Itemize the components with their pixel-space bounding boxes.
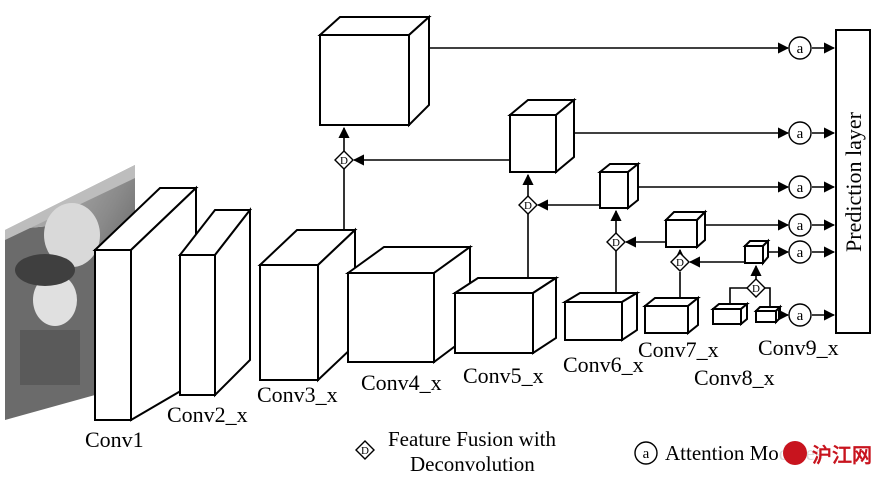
legend-fusion-line2: Deconvolution bbox=[410, 452, 535, 476]
fusion-node-2: D bbox=[518, 195, 538, 215]
attention-node-6: a bbox=[788, 303, 812, 327]
fusion-node-1-label: D bbox=[340, 155, 348, 167]
attention-node-4: a bbox=[788, 213, 812, 237]
conv6-label: Conv6_x bbox=[563, 352, 644, 377]
attention-node-5-label: a bbox=[797, 245, 804, 261]
conv2-label: Conv2_x bbox=[167, 402, 248, 427]
svg-text:D: D bbox=[361, 445, 369, 457]
legend-fusion-symbol: D bbox=[355, 440, 375, 460]
conv1-block bbox=[92, 185, 199, 422]
attention-node-5: a bbox=[788, 240, 812, 264]
fusion-node-5: D bbox=[746, 278, 766, 298]
fused-block-2 bbox=[507, 97, 577, 175]
conv6-block bbox=[561, 291, 641, 342]
conv1-label: Conv1 bbox=[85, 427, 144, 452]
fused-block-5 bbox=[742, 238, 771, 266]
conv3-label: Conv3_x bbox=[257, 382, 338, 407]
attention-node-1-label: a bbox=[797, 41, 804, 57]
fusion-node-5-label: D bbox=[752, 283, 760, 295]
attention-node-3: a bbox=[788, 175, 812, 199]
conv3-block bbox=[257, 227, 358, 383]
conv4-label: Conv4_x bbox=[361, 370, 442, 395]
conv7-label: Conv7_x bbox=[638, 337, 719, 362]
fusion-node-4: D bbox=[670, 252, 690, 272]
conv8-label: Conv8_x bbox=[694, 365, 775, 390]
conv2-block bbox=[177, 207, 253, 398]
fusion-node-3: D bbox=[606, 232, 626, 252]
watermark: 沪江网 bbox=[778, 436, 872, 470]
fusion-node-3-label: D bbox=[612, 237, 620, 249]
fusion-node-2-label: D bbox=[524, 200, 532, 212]
conv4-block bbox=[344, 245, 474, 364]
prediction-layer: Prediction layer bbox=[835, 29, 871, 334]
attention-node-4-label: a bbox=[797, 218, 804, 234]
fusion-node-4-label: D bbox=[676, 257, 684, 269]
conv9-label: Conv9_x bbox=[758, 335, 839, 360]
conv8-block bbox=[710, 301, 750, 327]
attention-node-2-label: a bbox=[797, 126, 804, 142]
watermark-text: 沪江网 bbox=[812, 443, 872, 467]
fusion-node-1: D bbox=[334, 150, 354, 170]
attention-node-1: a bbox=[788, 36, 812, 60]
legend: D Feature Fusion with Deconvolution a At… bbox=[355, 427, 823, 476]
conv5-block bbox=[451, 276, 560, 355]
attention-node-6-label: a bbox=[797, 308, 804, 324]
legend-attention-symbol: a bbox=[634, 441, 658, 465]
conv9-block bbox=[753, 304, 783, 325]
fused-block-4 bbox=[663, 209, 708, 250]
attention-node-3-label: a bbox=[797, 180, 804, 196]
attention-node-2: a bbox=[788, 121, 812, 145]
legend-fusion-line1: Feature Fusion with bbox=[388, 427, 556, 451]
fused-block-1 bbox=[317, 14, 432, 128]
conv7-block bbox=[642, 295, 701, 336]
svg-text:a: a bbox=[643, 446, 650, 462]
prediction-layer-label: Prediction layer bbox=[841, 111, 866, 252]
conv5-label: Conv5_x bbox=[463, 363, 544, 388]
fused-block-3 bbox=[597, 161, 641, 211]
